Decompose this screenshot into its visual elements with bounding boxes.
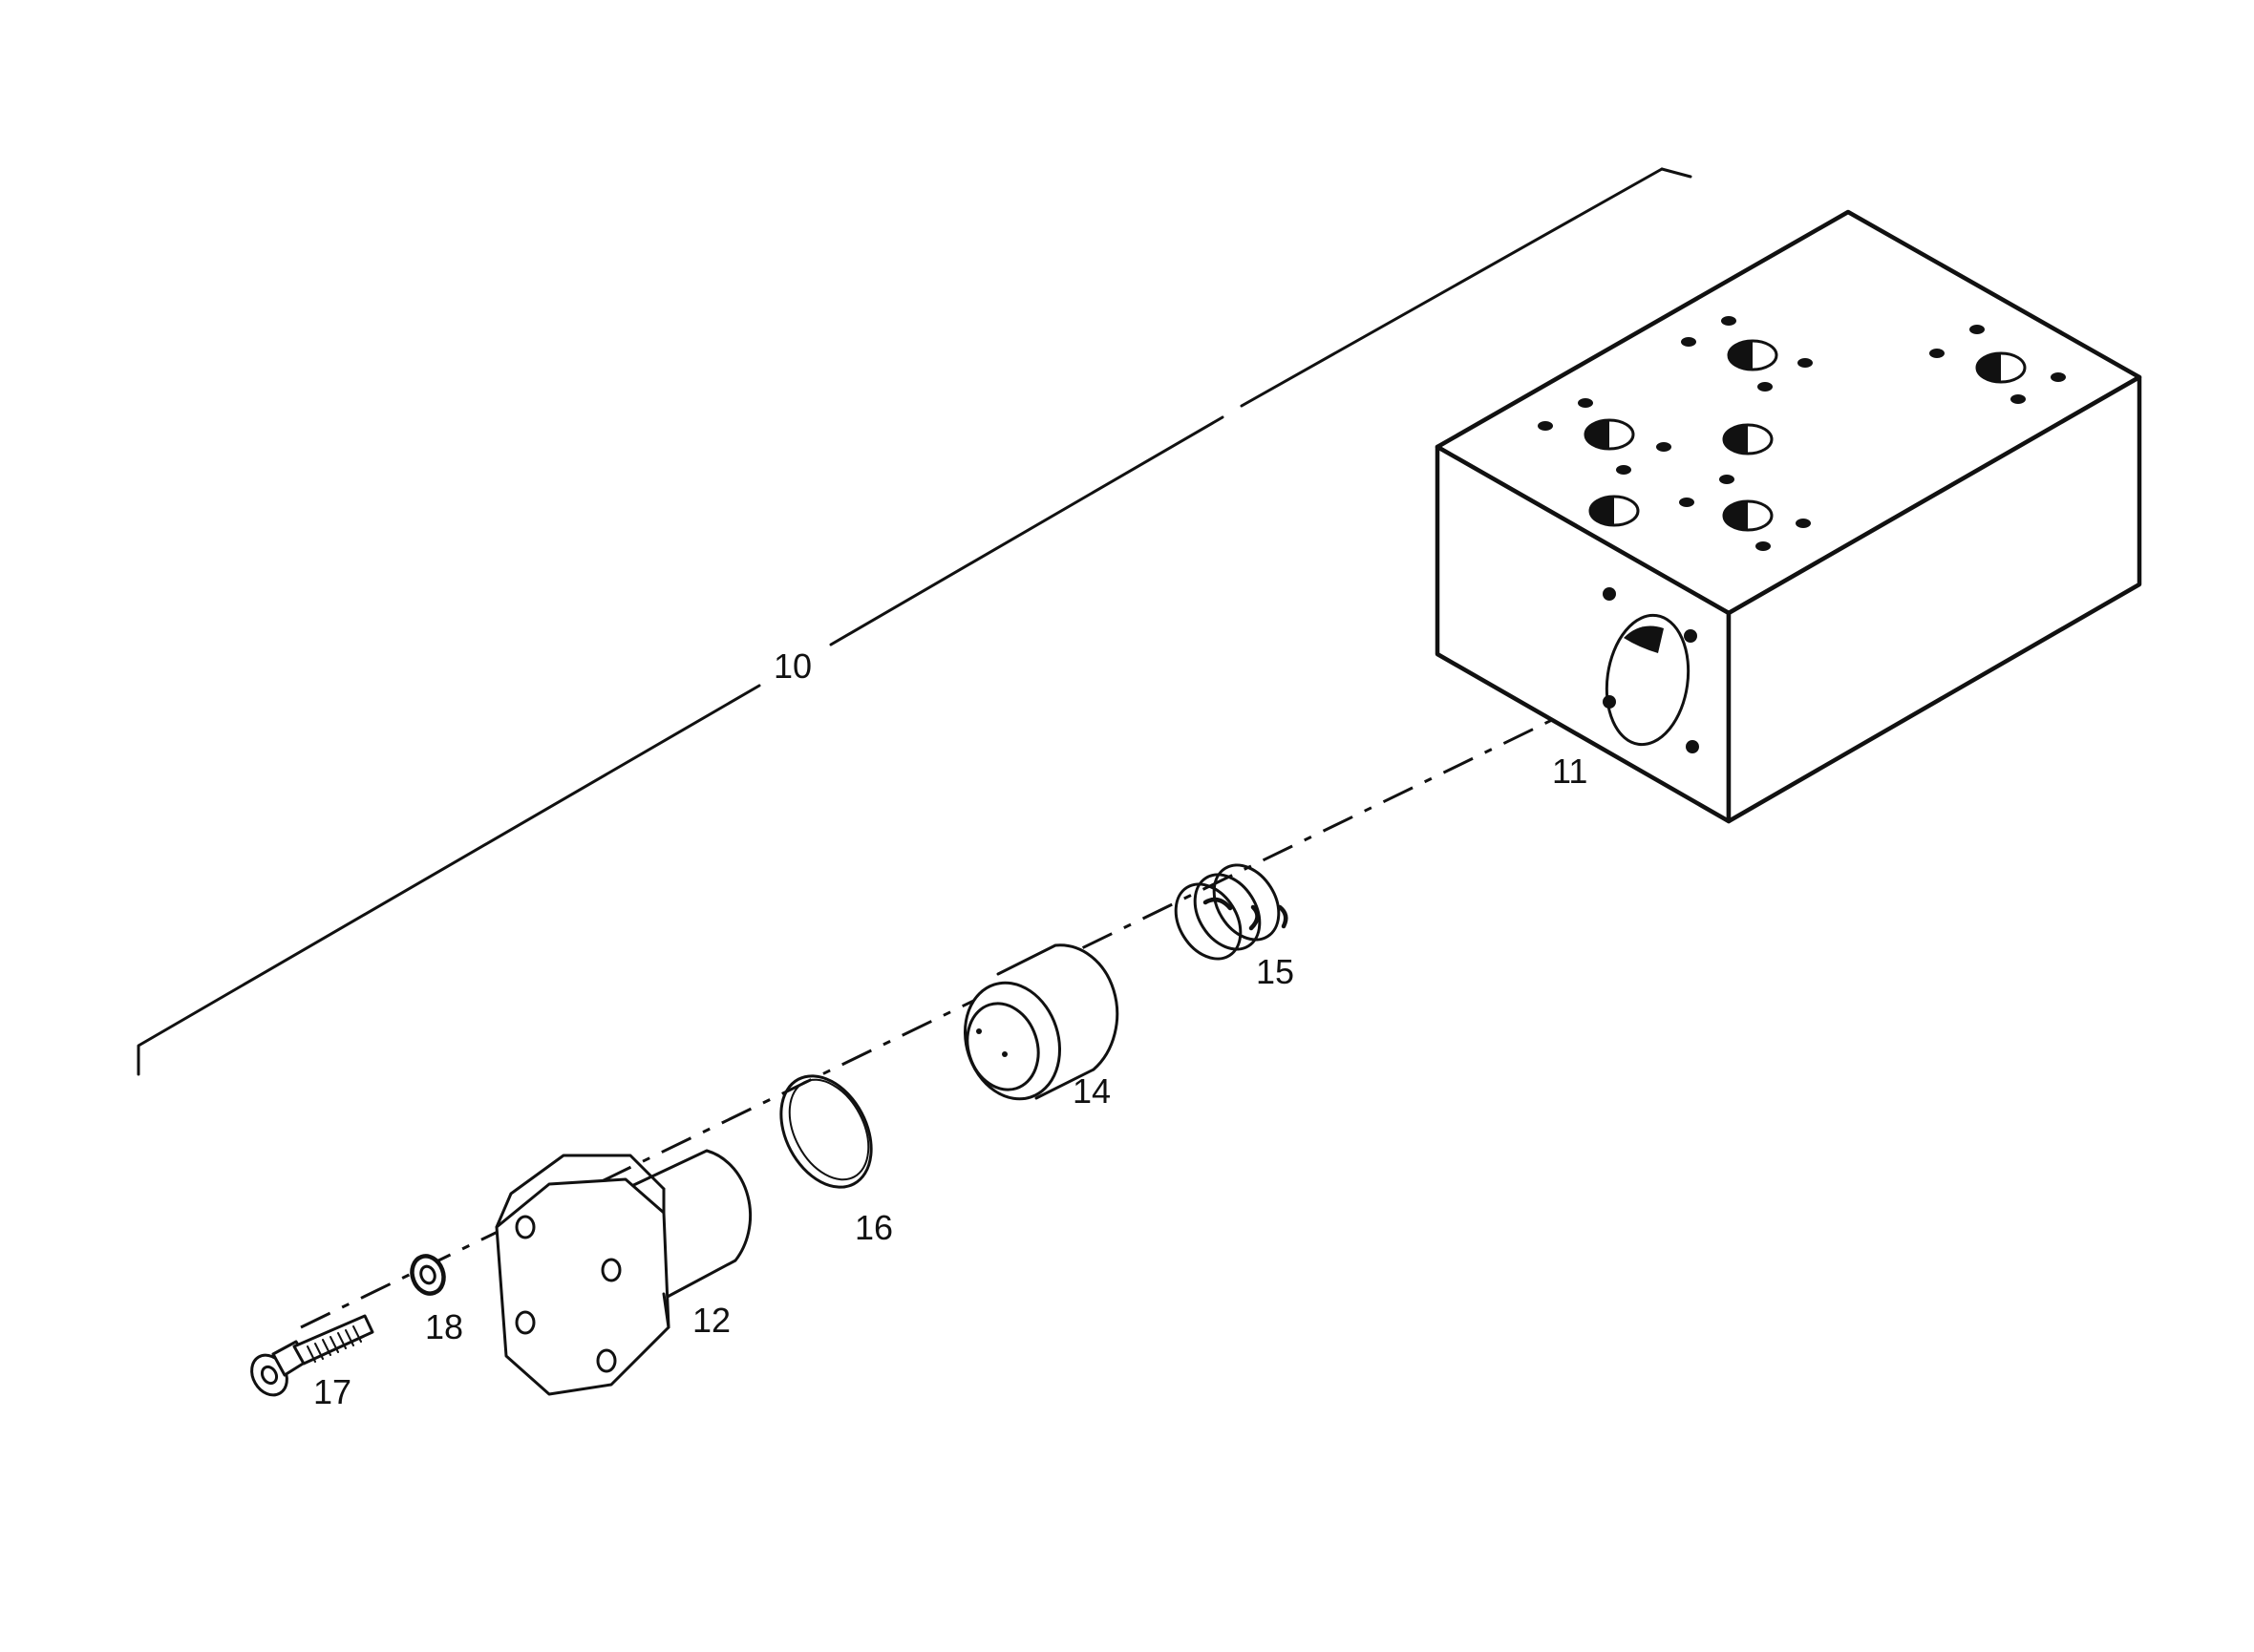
callout-12: 12: [692, 1301, 731, 1340]
top-face-ports: [1584, 339, 2027, 532]
callout-10: 10: [774, 646, 812, 686]
callout-18: 18: [425, 1307, 463, 1346]
callout-14: 14: [1073, 1071, 1111, 1111]
cover: [495, 1149, 753, 1396]
explode-axis: [300, 686, 1620, 1329]
callout-labels: 10 11 12 14 15 16 17 18: [313, 646, 1587, 1411]
screw: [250, 1314, 374, 1397]
callout-11: 11: [1552, 752, 1587, 791]
callout-16: 16: [855, 1208, 893, 1247]
washer: [410, 1254, 446, 1296]
plug: [963, 943, 1119, 1101]
top-face-bolt-holes: [1538, 316, 2066, 551]
o-ring: [779, 1074, 873, 1189]
callout-15: 15: [1256, 952, 1294, 991]
callout-17: 17: [313, 1372, 351, 1411]
snap-rings: [1174, 863, 1288, 961]
manifold-block: [1435, 209, 2142, 824]
assembly-bracket: [137, 167, 1692, 1076]
